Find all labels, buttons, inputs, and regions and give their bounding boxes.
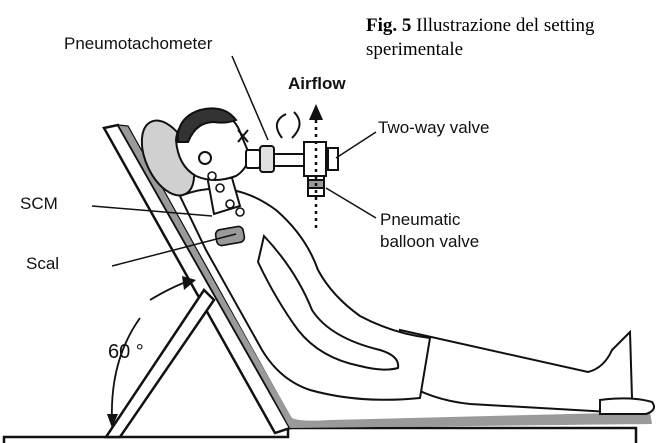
caption-figure-number: Fig. 5 <box>366 15 411 36</box>
label-balloon-valve: balloon valve <box>380 232 479 252</box>
table <box>4 428 636 443</box>
label-pneumotachometer: Pneumotachometer <box>64 34 212 54</box>
label-airflow: Airflow <box>288 74 346 94</box>
figure-caption: Fig. 5 Illustrazione del setting sperime… <box>366 14 658 62</box>
support-strut <box>106 290 214 437</box>
label-scal: Scal <box>26 254 59 274</box>
breathing-apparatus <box>246 112 338 196</box>
label-angle: 60 ° <box>108 342 144 362</box>
label-two-way-valve: Two-way valve <box>378 118 489 138</box>
label-scm: SCM <box>20 194 58 214</box>
label-pneumatic: Pneumatic <box>380 210 460 230</box>
